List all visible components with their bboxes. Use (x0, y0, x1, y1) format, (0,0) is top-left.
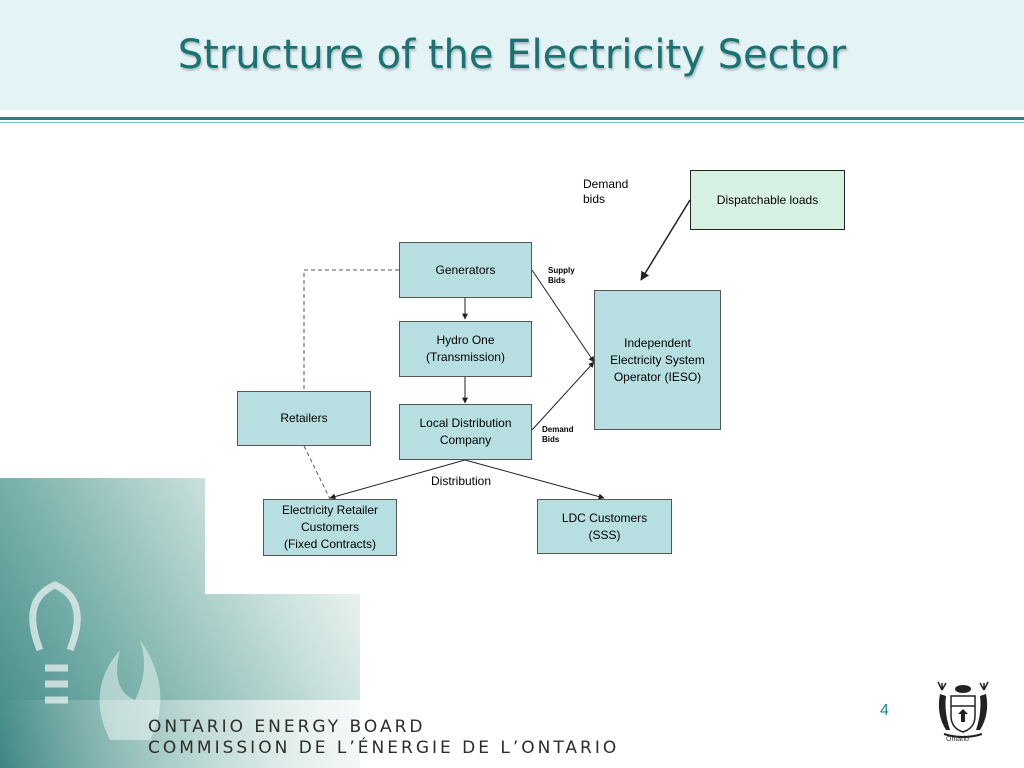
org-name-en: ONTARIO ENERGY BOARD (148, 717, 426, 737)
label-supply-bids: Supply Bids (548, 266, 575, 285)
slide-title: Structure of the Electricity Sector (177, 32, 847, 78)
dashed-connector-generators-retailers (303, 269, 399, 391)
node-hydro-one: Hydro One (Transmission) (399, 321, 532, 377)
label-demand-bids: Demand bids (583, 177, 629, 206)
page-number: 4 (880, 702, 889, 719)
arrow-supply-bids (531, 269, 595, 363)
title-rule (0, 117, 1024, 120)
logo-caption: Ontario (946, 736, 969, 743)
arrow-dispatchable-ieso (640, 199, 691, 281)
ontario-coat-of-arms-logo (937, 681, 989, 738)
node-electricity-retailer-customers: Electricity Retailer Customers (Fixed Co… (263, 499, 397, 556)
arrow-distribution-retailer-customers (329, 459, 466, 500)
footer-fade (0, 700, 700, 768)
title-rule-thin (0, 122, 1024, 123)
node-ldc-customers: LDC Customers (SSS) (537, 499, 672, 554)
label-distribution: Distribution (431, 474, 492, 488)
arrow-demand-bids-ldc (531, 361, 595, 431)
node-ieso: Independent Electricity System Operator … (594, 290, 721, 430)
node-dispatchable-loads: Dispatchable loads (690, 170, 845, 230)
arrow-distribution-ldc-customers (464, 459, 605, 500)
dashed-connector-retailers-customers (303, 445, 331, 500)
node-local-distribution-company: Local Distribution Company (399, 404, 532, 460)
node-generators: Generators (399, 242, 532, 298)
label-demand-bids-ldc: Demand Bids (542, 425, 574, 444)
node-retailers: Retailers (237, 391, 371, 446)
org-name-fr: COMMISSION DE L’ÉNERGIE DE L’ONTARIO (148, 738, 620, 758)
title-band (0, 0, 1024, 110)
